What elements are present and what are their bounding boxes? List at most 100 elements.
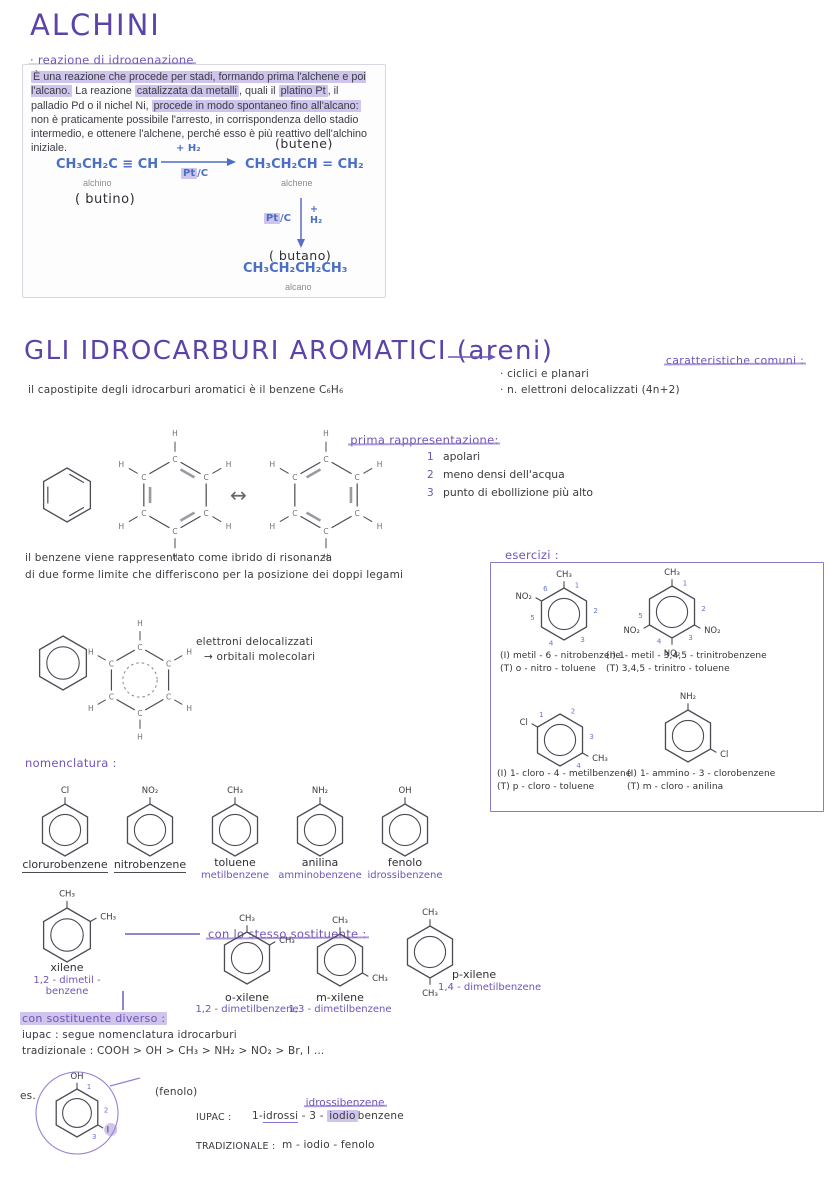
exercise-2-trad: (T) 3,4,5 - trinitro - toluene bbox=[606, 664, 730, 674]
atom-label: C bbox=[166, 692, 171, 701]
position-number: 2 bbox=[571, 708, 575, 716]
fenolo-ring: OH bbox=[351, 776, 459, 888]
m-xilene-alt: 1,3 - dimetilbenzene bbox=[288, 1004, 392, 1015]
position-number: 3 bbox=[589, 733, 593, 741]
atom-label: H bbox=[323, 553, 329, 562]
text-segment: - 3 - bbox=[298, 1110, 328, 1122]
atom-label: C bbox=[323, 455, 328, 464]
name-text: nitrobenzene bbox=[113, 858, 187, 873]
atom-label: C bbox=[355, 509, 360, 518]
exercise-1-iupac: (I) metil - 6 - nitrobenzene bbox=[500, 651, 622, 661]
resonance-arrow: ↔ bbox=[230, 483, 247, 507]
plus-h2-vertical: + H₂ bbox=[310, 204, 322, 226]
position-number: 6 bbox=[543, 585, 548, 593]
anilina-ring: NH₂ bbox=[266, 776, 374, 888]
resonance-text-1: il benzene viene rappresentato come ibri… bbox=[25, 552, 333, 564]
resonance-text-2: di due forme limite che differiscono per… bbox=[25, 569, 404, 581]
text-segment: , il palladio Pd o il nichel Ni, bbox=[31, 85, 339, 112]
substituent-label: NH₂ bbox=[680, 692, 696, 702]
substituent-label: NO₂ bbox=[664, 649, 680, 659]
atom-label: C bbox=[355, 473, 360, 482]
trad-row-value: m - iodio - fenolo bbox=[282, 1139, 375, 1151]
exercise-ring-4: NH₂ Cl bbox=[632, 680, 744, 796]
substituent-label: Cl bbox=[720, 750, 728, 760]
substituent-label: CH₃ bbox=[100, 912, 116, 922]
pointer-line bbox=[110, 1077, 141, 1087]
item-text: apolari bbox=[443, 450, 481, 463]
atom-label: C bbox=[109, 692, 114, 701]
comuni-item-2: · n. elettroni delocalizzati (4n+2) bbox=[500, 384, 680, 396]
substituent-label: CH₃ bbox=[556, 570, 572, 580]
comuni-item-1: · ciclici e planari bbox=[500, 368, 589, 380]
connector-line-horizontal bbox=[125, 933, 200, 935]
xilene-name: xilene bbox=[50, 961, 84, 974]
atom-label: C bbox=[109, 659, 114, 668]
section-nomenclatura: nomenclatura : bbox=[25, 756, 117, 770]
atom-label: H bbox=[88, 704, 94, 713]
text-segment: /C bbox=[280, 213, 291, 224]
section-esercizi: esercizi : bbox=[505, 548, 559, 562]
atom-label: H bbox=[172, 553, 178, 562]
page-title-aromatici: GLI IDROCARBURI AROMATICI (areni) bbox=[24, 336, 554, 366]
p-xilene-alt: 1,4 - dimetilbenzene bbox=[438, 982, 542, 993]
m-xilene-name: m-xilene bbox=[316, 991, 364, 1004]
substituent-label: NO₂ bbox=[515, 592, 531, 602]
position-number: 4 bbox=[549, 639, 554, 647]
position-number: 1 bbox=[87, 1083, 91, 1091]
xilene-ring: CH₃ CH₃ bbox=[9, 877, 125, 997]
iupac-row-label: IUPAC : bbox=[196, 1112, 232, 1123]
heading-arrow bbox=[448, 353, 496, 361]
esercizi-box bbox=[490, 562, 824, 812]
atom-label: C bbox=[137, 709, 142, 718]
atom-label: C bbox=[166, 659, 171, 668]
textbook-excerpt-box: È una reazione che procede per stadi, fo… bbox=[22, 64, 386, 298]
excerpt-paragraph: È una reazione che procede per stadi, fo… bbox=[31, 70, 377, 156]
toluene-alt: metilbenzene bbox=[200, 870, 270, 881]
diverso-trad-rule: tradizionale : COOH > OH > CH₃ > NH₂ > N… bbox=[22, 1045, 325, 1057]
atom-label: H bbox=[323, 429, 329, 438]
section-idrogenazione: · reazione di idrogenazione bbox=[30, 53, 194, 67]
position-number: 2 bbox=[593, 607, 597, 615]
clorurobenzene-ring: Cl bbox=[11, 776, 119, 888]
ring-drawing bbox=[42, 467, 92, 523]
substituent-label: NH₂ bbox=[312, 786, 328, 796]
substituent-label: I bbox=[107, 1126, 110, 1136]
position-number: 4 bbox=[657, 637, 662, 645]
substituent-label: CH₃ bbox=[59, 890, 75, 900]
item-text: meno densi dell'acqua bbox=[443, 468, 565, 481]
page-title-alchini: ALCHINI bbox=[30, 8, 161, 42]
name-text: clorurobenzene bbox=[22, 858, 108, 873]
anilina-alt: amminobenzene bbox=[278, 870, 362, 881]
text-segment: Pt bbox=[263, 213, 280, 224]
position-number: 4 bbox=[576, 762, 581, 770]
ring-drawing: CH₃ bbox=[211, 786, 259, 857]
benzene-circle-ring bbox=[24, 624, 102, 706]
ring-drawing: NH₂ bbox=[296, 786, 344, 857]
exercise-4-iupac: (I) 1- ammino - 3 - clorobenzene bbox=[627, 769, 776, 779]
substituent-label: Cl bbox=[61, 786, 69, 796]
substituent-label: OH bbox=[398, 786, 411, 796]
atom-label: C bbox=[137, 643, 142, 652]
exercise-3-iupac: (I) 1- cloro - 4 - metilbenzene bbox=[497, 769, 632, 779]
position-number: 2 bbox=[701, 605, 705, 613]
p-xilene-name: p-xilene bbox=[452, 968, 497, 981]
text-segment: Pt bbox=[181, 168, 198, 179]
atom-label: H bbox=[270, 522, 276, 531]
atom-label: H bbox=[377, 522, 383, 531]
delocalized-note-2: → orbitali molecolari bbox=[204, 651, 316, 663]
fenolo-name: fenolo bbox=[387, 856, 423, 869]
ring-drawing: CH₃ CH₃ bbox=[42, 890, 116, 963]
text-segment: /C bbox=[197, 168, 209, 179]
